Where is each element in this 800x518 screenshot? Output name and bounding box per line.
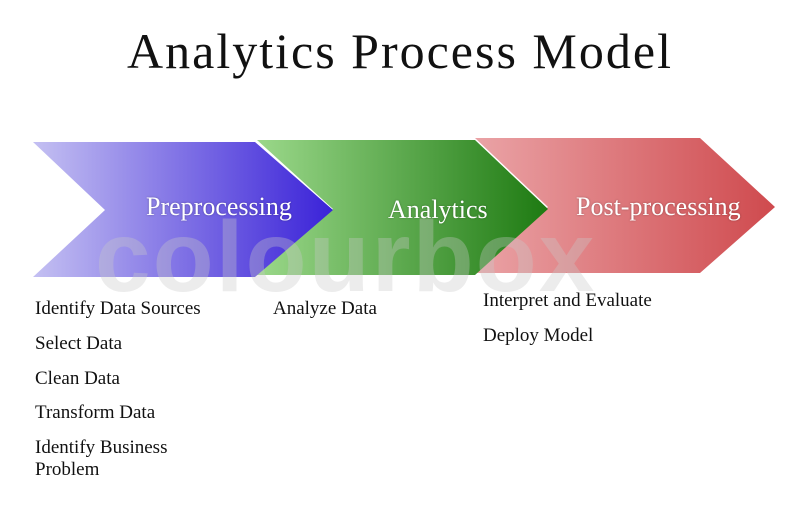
list-item: Select Data (35, 333, 123, 354)
list-item: Clean Data (35, 368, 120, 389)
list-item: Analyze Data (273, 298, 377, 319)
analytics-arrow (257, 140, 548, 275)
stage-label-postprocessing: Post-processing (576, 192, 741, 221)
list-item: Deploy Model (483, 325, 594, 346)
preprocessing-arrow (33, 142, 333, 277)
list-item: Interpret and Evaluate (483, 290, 652, 311)
list-item: Identify Data Sources (35, 298, 201, 319)
stage-label-analytics: Analytics (388, 195, 488, 224)
watermark: colourbox (95, 201, 597, 313)
list-item: Identify Business Problem (35, 437, 168, 480)
list-item: Transform Data (35, 402, 156, 423)
diagram-title: Analytics Process Model (127, 23, 673, 79)
stage-label-preprocessing: Preprocessing (146, 192, 292, 221)
postprocessing-arrow (475, 138, 775, 273)
